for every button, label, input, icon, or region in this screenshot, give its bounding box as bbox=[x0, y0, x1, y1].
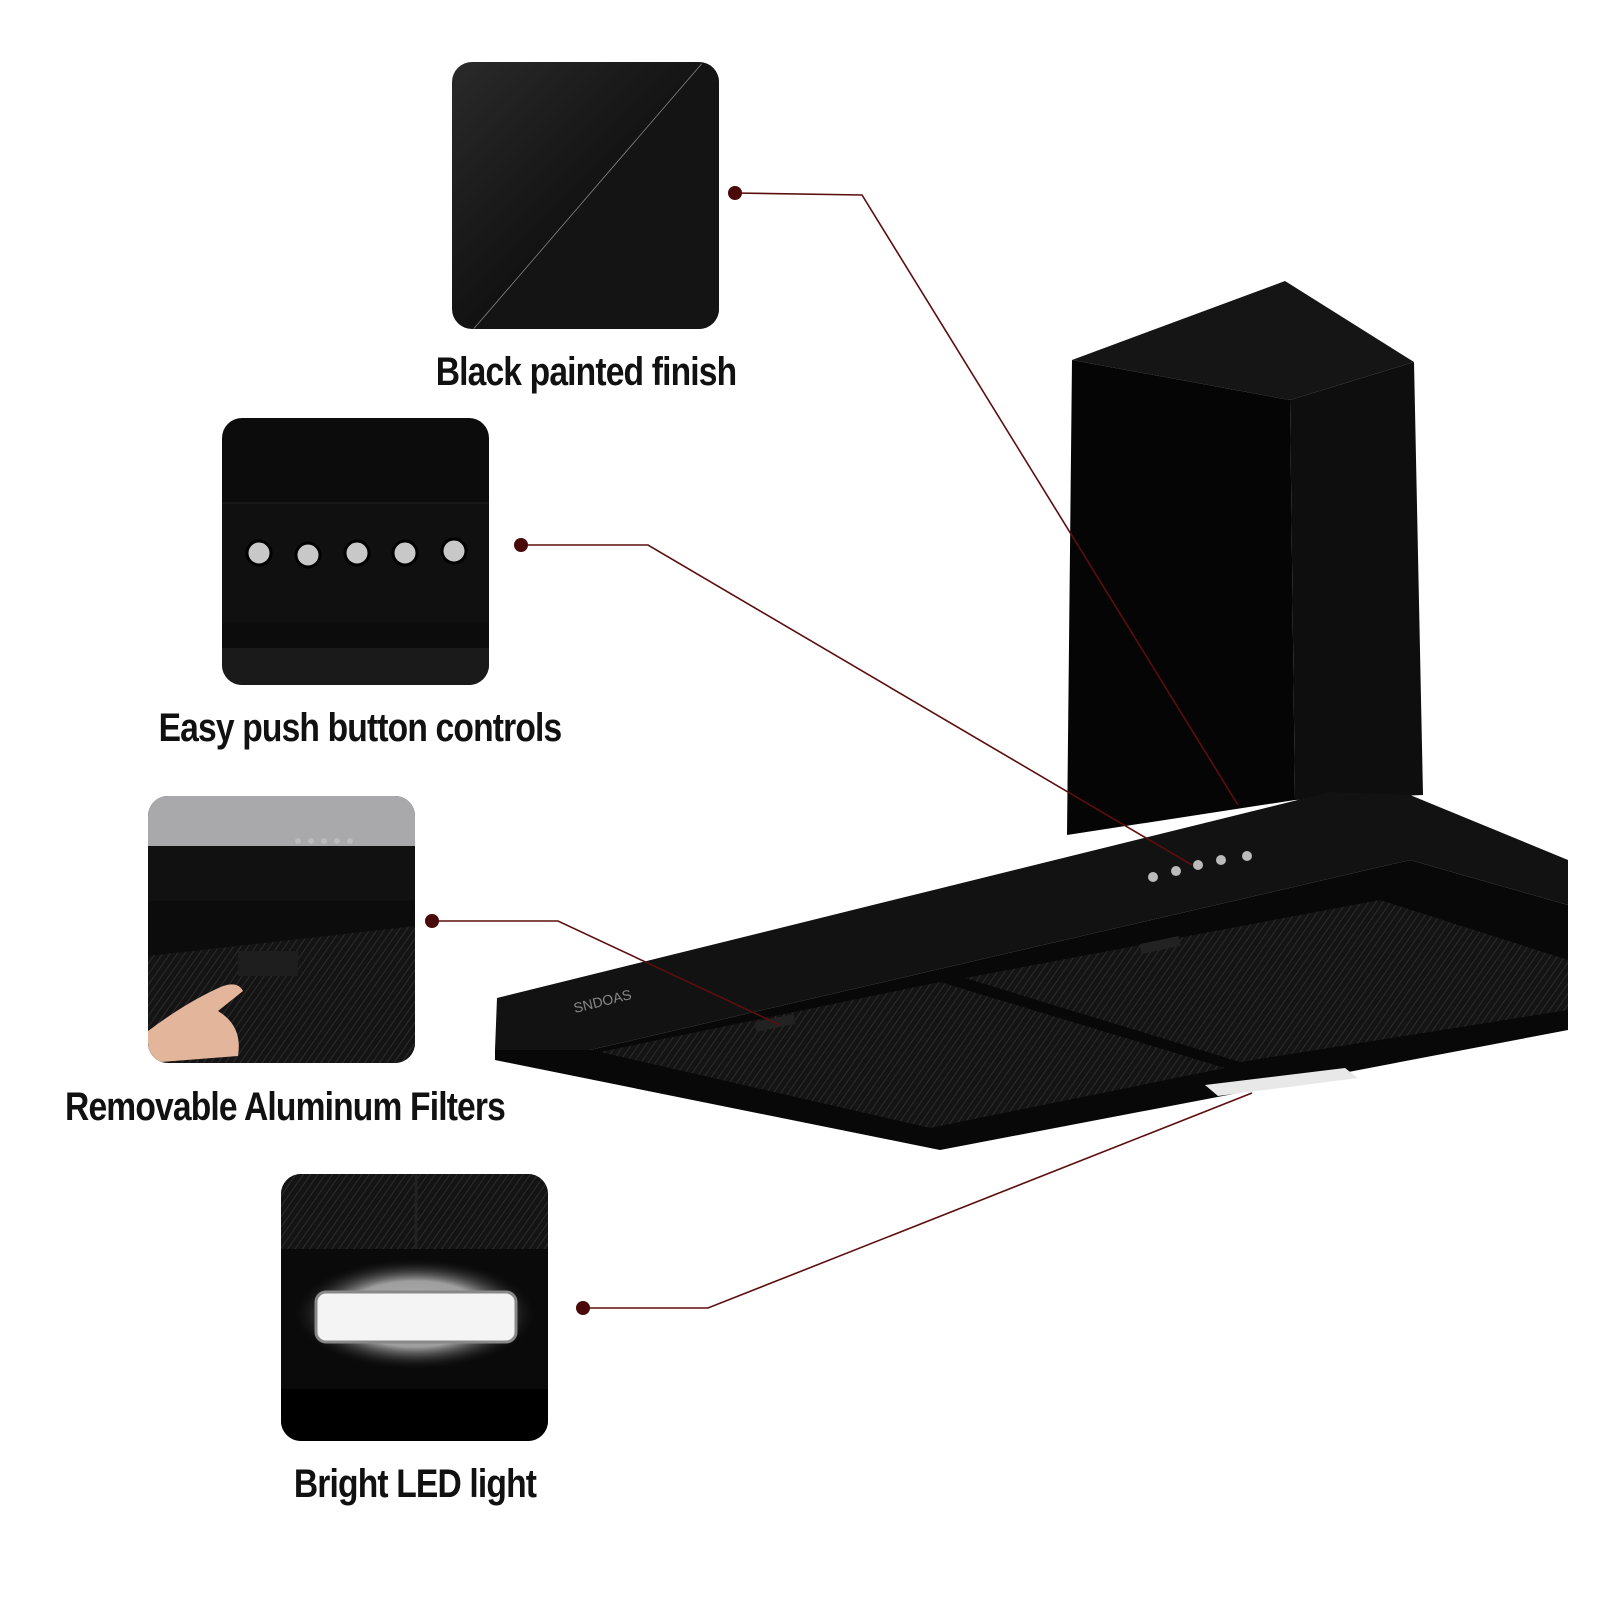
feature-label-led: Bright LED light bbox=[293, 1462, 537, 1506]
control-buttons bbox=[1148, 851, 1252, 882]
led-light-thumbnail bbox=[281, 1174, 548, 1441]
push-button-thumbnail bbox=[222, 418, 489, 685]
callout-lines bbox=[432, 192, 1253, 1309]
aluminum-filter-thumbnail bbox=[148, 796, 415, 1063]
feature-label-controls: Easy push button controls bbox=[158, 706, 563, 750]
hood-canopy: SNDOAS bbox=[495, 792, 1568, 1150]
filter-handle bbox=[1139, 935, 1181, 955]
feature-label-finish: Black painted finish bbox=[435, 350, 737, 394]
feature-label-filters: Removable Aluminum Filters bbox=[65, 1085, 506, 1129]
hood-chimney bbox=[1067, 281, 1423, 835]
filter-left bbox=[600, 982, 1225, 1128]
led-light bbox=[1205, 1068, 1358, 1096]
callout-dots bbox=[425, 186, 742, 1315]
filter-right bbox=[965, 900, 1568, 1062]
black-finish-thumbnail bbox=[452, 62, 719, 329]
